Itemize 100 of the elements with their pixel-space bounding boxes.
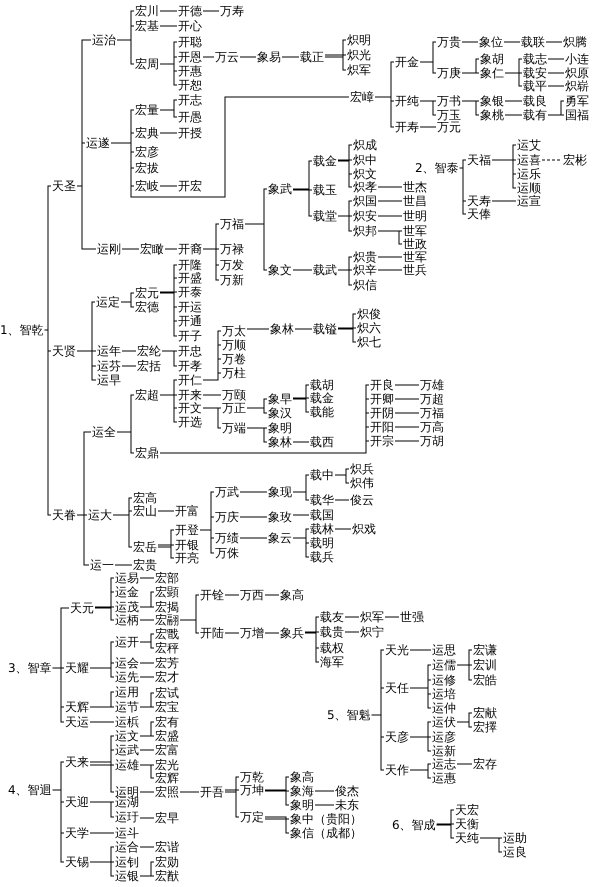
person-name: 象兵 <box>280 626 304 640</box>
person-name: 万颐 <box>222 388 246 402</box>
connector-line <box>264 594 280 596</box>
connector-line <box>304 632 320 662</box>
person-name: 载有 <box>523 108 547 122</box>
person-name: 万贵 <box>437 36 461 48</box>
person-name: 炽贵 <box>353 250 377 264</box>
person-name: 运刚 <box>97 242 121 256</box>
person-name: 万太 <box>222 324 246 338</box>
person-name: 炽辛 <box>353 264 377 276</box>
person-name: 宏典 <box>135 126 159 140</box>
person-name: 宏山 <box>133 504 157 518</box>
person-name: 炽兵 <box>350 462 374 476</box>
person-name: 万福 <box>220 218 244 230</box>
person-name: 炽国 <box>353 194 377 208</box>
person-name: 开愚 <box>178 110 202 124</box>
connector-line <box>420 62 436 74</box>
connector-line <box>374 96 394 128</box>
connector-line <box>338 270 352 286</box>
connector-line <box>76 186 96 250</box>
connector-line <box>140 676 154 678</box>
person-name: 运助 <box>503 832 527 844</box>
person-name: 宏量 <box>135 104 159 116</box>
person-name: 宏富 <box>155 744 179 756</box>
person-name: 万卷 <box>222 352 246 366</box>
person-name: 开良 <box>370 378 394 392</box>
person-name: 载华 <box>310 494 334 506</box>
person-name: 炽俊 <box>357 308 381 320</box>
person-name: 象文 <box>268 264 292 276</box>
person-name: 象信（成都） <box>290 826 362 840</box>
connector-line <box>158 544 174 546</box>
connector-line <box>314 804 334 806</box>
connector-line <box>264 632 280 634</box>
person-name: 开恩 <box>178 50 202 64</box>
person-name: 开子 <box>178 330 202 342</box>
person-name: 天光 <box>385 644 409 656</box>
person-name: 万庆 <box>215 510 239 524</box>
person-name: 宏纶 <box>137 344 161 358</box>
person-name: 运早 <box>97 374 121 386</box>
person-name: 天福 <box>467 154 491 166</box>
person-name: 宏勋 <box>155 856 179 868</box>
person-name: 运修 <box>432 674 456 686</box>
person-name: 世军 <box>403 250 427 264</box>
connector-line <box>492 200 516 202</box>
connector-line <box>394 412 420 414</box>
person-name: 运伏 <box>432 716 456 728</box>
person-name: 开心 <box>178 20 202 32</box>
connector-line <box>202 408 222 428</box>
connector-line <box>180 620 200 634</box>
connector-line <box>462 72 480 74</box>
person-name: 世明 <box>403 210 427 222</box>
person-name: 天运 <box>65 716 89 728</box>
person-name: 运银 <box>115 870 139 882</box>
connector-line <box>202 10 220 12</box>
connector-line <box>122 350 136 352</box>
person-name: 万增 <box>240 626 264 640</box>
connector-line <box>292 514 310 516</box>
person-name: 象桃 <box>480 108 504 122</box>
person-name: 宏谦 <box>473 644 497 656</box>
connector-line <box>200 530 214 554</box>
connector-line <box>202 394 222 396</box>
person-name: 炽六 <box>357 322 381 334</box>
person-name: 宏宝 <box>155 700 179 714</box>
connector-line <box>160 394 178 422</box>
person-name: 载玉 <box>313 184 337 196</box>
connector-line <box>246 328 270 330</box>
person-name: 开裔 <box>178 242 202 256</box>
person-name: 象易 <box>257 50 281 64</box>
person-name: 万正 <box>222 402 246 414</box>
person-name: 炽光 <box>347 48 371 62</box>
connector-line <box>116 40 134 64</box>
person-name: 炽腾 <box>563 36 587 48</box>
person-name: 开宗 <box>370 434 394 448</box>
person-name: 运遂 <box>86 136 110 150</box>
person-name: 开泰 <box>178 286 202 298</box>
person-name: 象玫 <box>268 510 292 524</box>
connector-line <box>264 790 290 806</box>
person-name: 运会 <box>115 656 139 670</box>
person-name: 万元 <box>437 120 461 134</box>
person-name: 万侏 <box>215 546 239 560</box>
connector-line <box>378 230 402 244</box>
person-name: 炽军 <box>360 610 384 624</box>
connector-line <box>202 56 214 58</box>
person-name: 宏高 <box>133 492 157 504</box>
connector-line <box>378 256 402 258</box>
person-name: 万书 <box>437 94 461 108</box>
connector-line <box>122 248 140 250</box>
person-name: 天迎 <box>65 796 89 808</box>
person-name: 载堂 <box>313 210 337 222</box>
person-name: 炽宁 <box>360 626 384 638</box>
person-name: 象海 <box>290 784 314 798</box>
person-name: 运艾 <box>517 138 541 152</box>
person-name: 世昌 <box>403 194 427 208</box>
person-name: 运合 <box>115 840 139 854</box>
person-name: 开卿 <box>370 392 394 406</box>
person-name: 宏献 <box>473 706 497 720</box>
connector-line <box>264 816 290 834</box>
person-name: 象明 <box>268 422 292 434</box>
person-name: 运武 <box>115 744 139 756</box>
person-name: 俊杰 <box>335 784 359 798</box>
